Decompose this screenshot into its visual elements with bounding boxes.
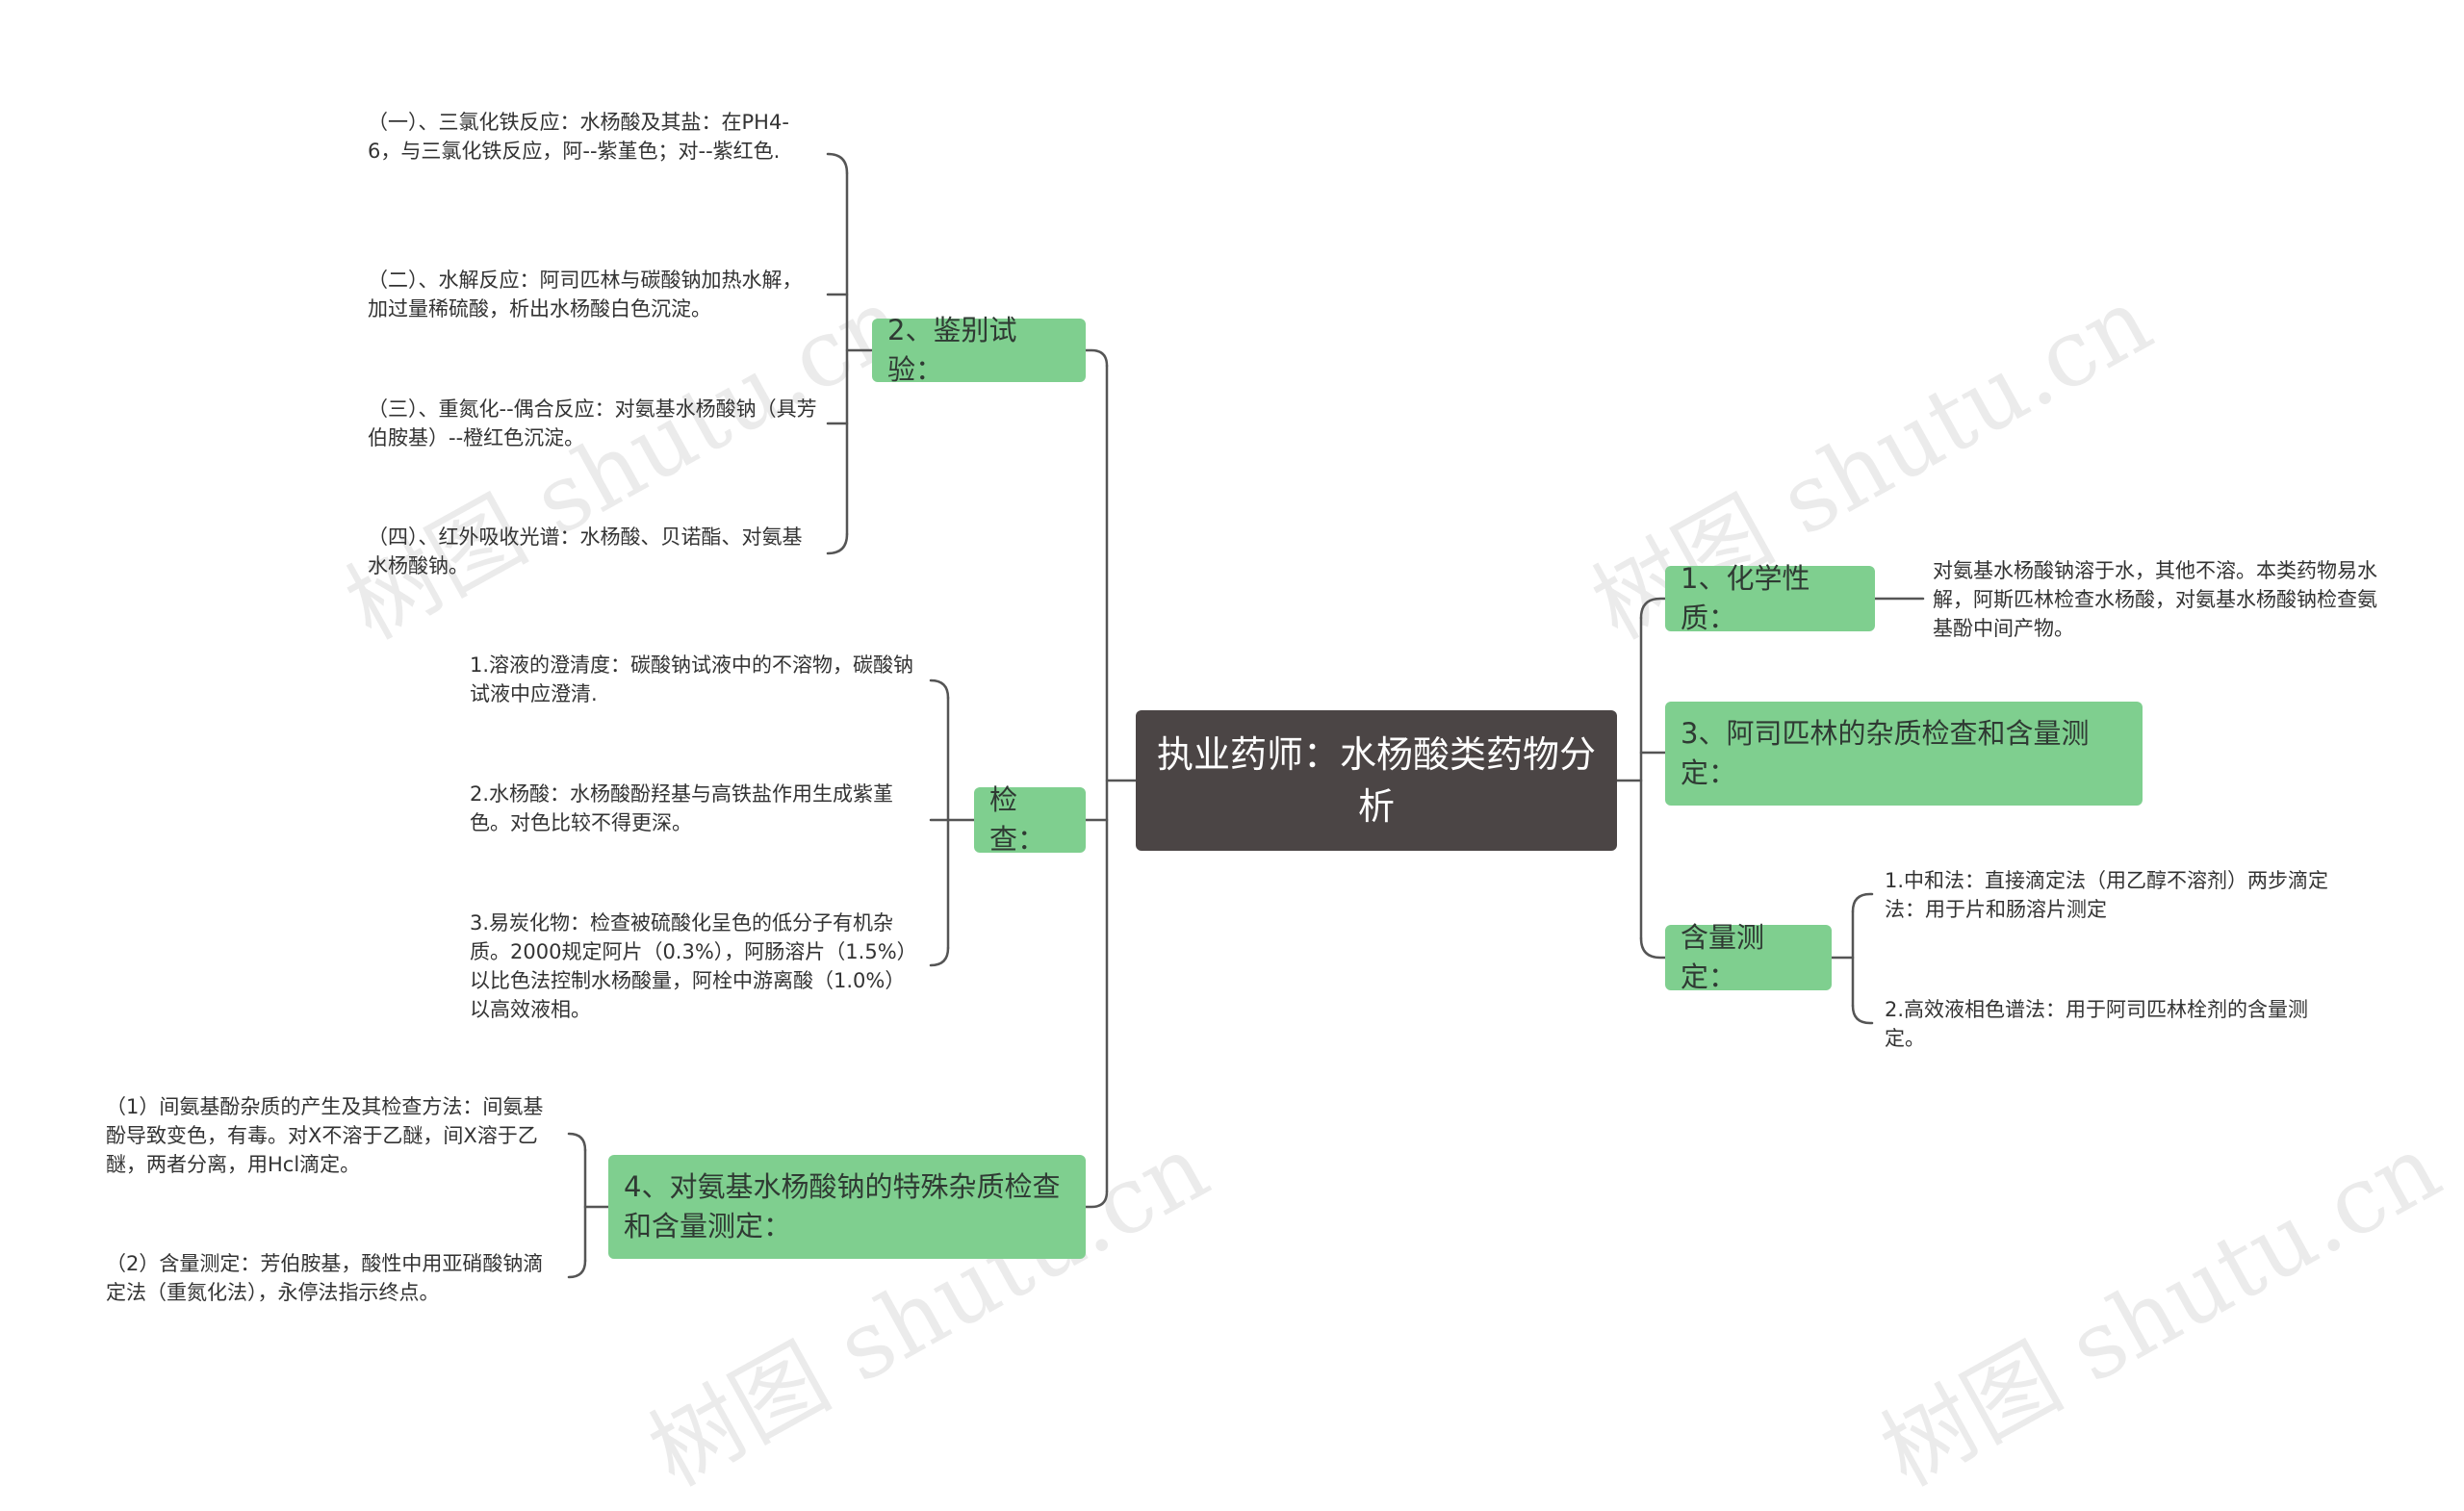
chemical-properties-item[interactable]: 对氨基水杨酸钠溶于水，其他不溶。本类药物易水解，阿斯匹林检查水杨酸，对氨基水杨酸… — [1933, 559, 2377, 640]
special-impurity-item[interactable]: （1）间氨基酚杂质的产生及其检查方法：间氨基酚导致变色，有毒。对X不溶于乙醚，间… — [106, 1095, 544, 1176]
branch-label: 检查： — [989, 783, 1046, 856]
identification-item[interactable]: （二）、水解反应：阿司匹林与碳酸钠加热水解，加过量稀硫酸，析出水杨酸白色沉淀。 — [368, 269, 803, 320]
connector — [929, 946, 950, 967]
identification-item[interactable]: （四）、红外吸收光谱：水杨酸、贝诺酯、对氨基水杨酸钠。 — [368, 525, 803, 577]
branch-label: 2、鉴别试验： — [887, 314, 1017, 386]
identification-item[interactable]: （三）、重氮化--偶合反应：对氨基水杨酸钠（具芳伯胺基）--橙红色沉淀。 — [368, 397, 817, 449]
special-impurity-item[interactable]: （2）含量测定：芳伯胺基，酸性中用亚硝酸钠滴定法（重氮化法），永停法指示终点。 — [106, 1252, 544, 1304]
root-title: 执业药师：水杨酸类药物分析 — [1156, 733, 1596, 828]
connector — [567, 1259, 587, 1279]
branch-label: 4、对氨基水杨酸钠的特殊杂质检查和含量测定： — [624, 1170, 1061, 1242]
identification-item[interactable]: （一）、三氯化铁反应：水杨酸及其盐：在PH4-6，与三氯化铁反应，阿--紫堇色；… — [368, 111, 789, 163]
connector — [1639, 597, 1667, 620]
assay-item[interactable]: 2.高效液相色谱法：用于阿司匹林栓剂的含量测定。 — [1885, 998, 2309, 1050]
assay-item[interactable]: 1.中和法：直接滴定法（用乙醇不溶剂）两步滴定法：用于片和肠溶片测定 — [1885, 869, 2329, 921]
branch-special-impurity[interactable]: 4、对氨基水杨酸钠的特殊杂质检查和含量测定： — [608, 1155, 1086, 1259]
root-topic[interactable]: 执业药师：水杨酸类药物分析 — [1136, 710, 1617, 851]
connector — [1851, 892, 1874, 913]
connector — [929, 679, 950, 700]
connector — [826, 532, 849, 555]
connector — [1851, 1004, 1874, 1025]
connector — [1639, 936, 1667, 960]
branch-label: 含量测定： — [1681, 921, 1765, 993]
connector-lines — [567, 152, 1925, 1279]
branch-identification-test[interactable]: 2、鉴别试验： — [872, 314, 1086, 386]
branch-label: 3、阿司匹林的杂质检查和含量测定： — [1681, 717, 2090, 789]
inspection-item[interactable]: 3.易炭化物：检查被硫酸化呈色的低分子有机杂质。2000规定阿片（0.3%），阿… — [470, 911, 917, 1021]
connector — [1084, 1190, 1109, 1209]
branch-inspection[interactable]: 检查： — [974, 783, 1086, 856]
inspection-item[interactable]: 2.水杨酸：水杨酸酚羟基与高铁盐作用生成紫堇色。对色比较不得更深。 — [470, 782, 894, 834]
branch-aspirin-impurity-assay[interactable]: 3、阿司匹林的杂质检查和含量测定： — [1665, 702, 2143, 806]
connector — [567, 1132, 587, 1152]
connector — [826, 152, 849, 175]
branch-assay[interactable]: 含量测定： — [1665, 921, 1832, 993]
inspection-item[interactable]: 1.溶液的澄清度：碳酸钠试液中的不溶物，碳酸钠试液中应澄清. — [470, 653, 914, 705]
branch-chemical-properties[interactable]: 1、化学性质： — [1665, 562, 1875, 634]
branch-label: 1、化学性质： — [1681, 562, 1810, 634]
connector — [1084, 348, 1109, 368]
